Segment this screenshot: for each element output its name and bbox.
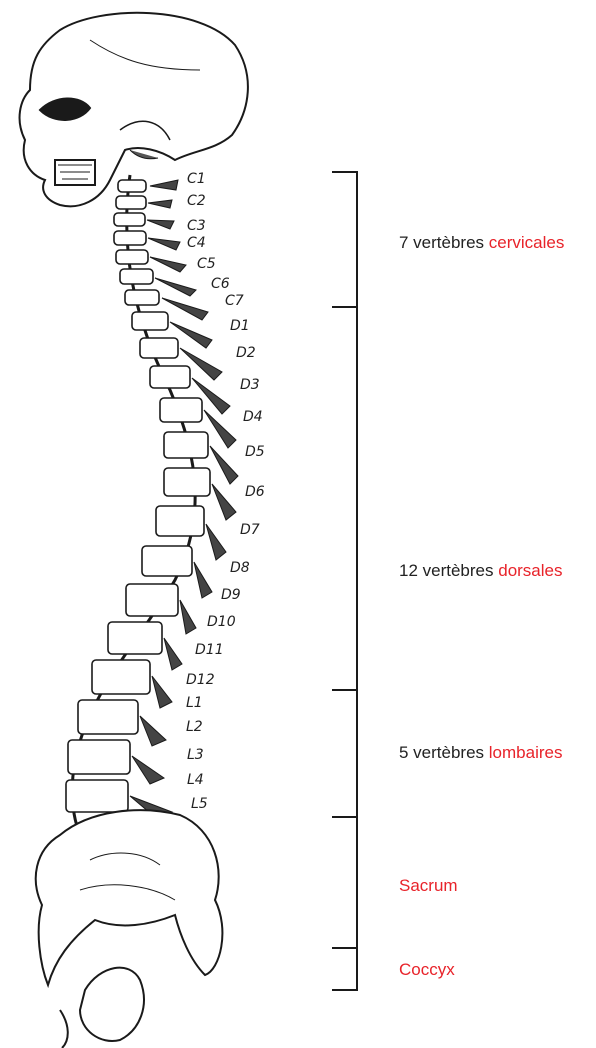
vertebra-label: C4 [187,235,206,251]
vertebra-label: D10 [207,614,236,630]
vertebra-label: L3 [187,747,204,763]
cervical-label-highlight: cervicales [489,233,565,252]
vertebra-label: D9 [221,587,241,603]
vertebra-label: L2 [186,719,203,735]
sacrum-label-highlight: Sacrum [399,876,458,895]
lumbar-label-prefix: 5 vertèbres [399,743,489,762]
vertebra-label: L4 [187,772,204,788]
pelvis-drawing [36,810,223,1048]
vertebra-label: D6 [245,484,265,500]
vertebra-label: D5 [245,444,265,460]
lumbar-label: 5 vertèbres lombaires [399,743,562,763]
vertebra-label: D8 [230,560,250,576]
sacrum-label: Sacrum [399,876,458,896]
vertebra-label: L1 [186,695,203,711]
coccyx-label-highlight: Coccyx [399,960,455,979]
vertebra-label: C2 [187,193,206,209]
vertebra-label: D1 [230,318,250,334]
bracket-lumbar [332,690,357,817]
cervical-label-prefix: 7 vertèbres [399,233,489,252]
dorsal-label-prefix: 12 vertèbres [399,561,498,580]
vertebra-label: D7 [240,522,260,538]
coccyx-label: Coccyx [399,960,455,980]
lumbar-label-highlight: lombaires [489,743,563,762]
bracket-coccyx [332,948,357,990]
bracket-dorsal [332,307,357,690]
bracket-cervical [332,172,357,307]
vertebra-label: C3 [187,218,206,234]
bracket-sacrum [332,817,357,948]
cervical-label: 7 vertèbres cervicales [399,233,564,253]
dorsal-label-highlight: dorsales [498,561,562,580]
vertebra-label: D11 [195,642,224,658]
vertebra-label: D12 [186,672,215,688]
skull-drawing [20,13,248,206]
vertebra-label: C5 [197,256,216,272]
vertebra-label: D3 [240,377,260,393]
dorsal-label: 12 vertèbres dorsales [399,561,563,581]
region-brackets [332,172,357,990]
vertebra-label: C1 [187,171,206,187]
vertebra-label: D4 [243,409,263,425]
vertebra-label: D2 [236,345,256,361]
vertebra-label: C7 [225,293,244,309]
vertebra-label: C6 [211,276,230,292]
vertebra-label: L5 [191,796,208,812]
vertebral-column [66,175,238,835]
